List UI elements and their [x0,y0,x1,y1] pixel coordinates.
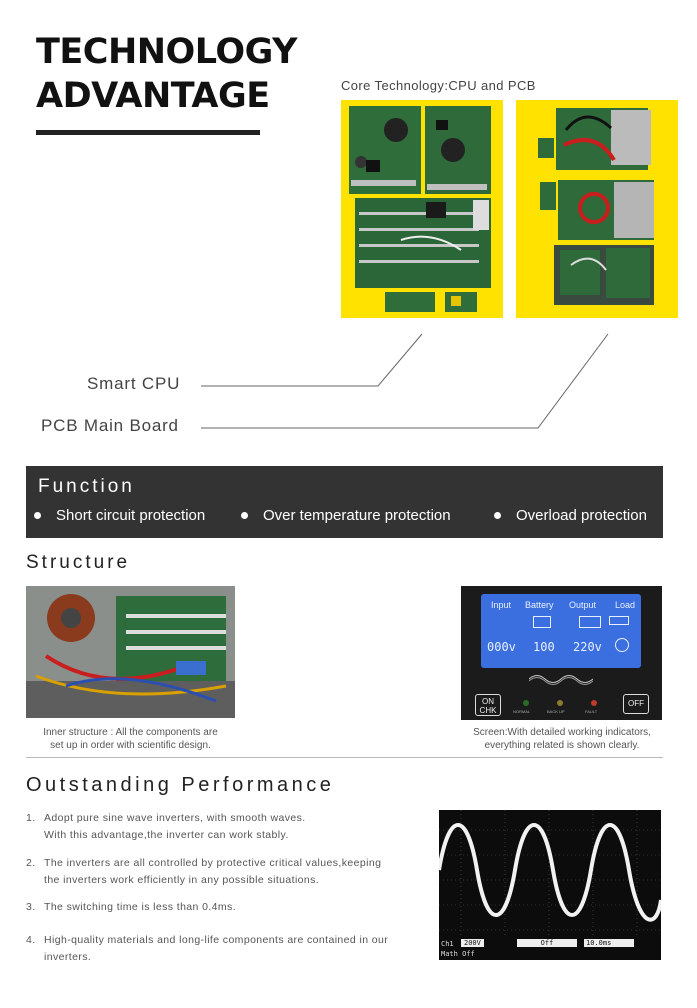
on-chk-label-2: CHK [479,706,497,715]
item-number: 4. [26,934,36,946]
item-line-1: High-quality materials and long-life com… [44,934,389,946]
page-title: TECHNOLOGY ADVANTAGE [36,30,297,118]
battery-icon [533,616,551,628]
backup-indicator-label: BACK UP [547,709,565,714]
performance-item-1: 1. Adopt pure sine wave inverters, with s… [26,810,306,844]
performance-title: Outstanding Performance [26,774,335,796]
title-line-1: TECHNOLOGY [36,32,297,72]
item-line-2: With this advantage,the inverter can wor… [44,829,289,841]
inner-caption-line-1: Inner structure : All the components are [43,727,218,738]
inner-structure-photo [26,586,235,718]
function-item-short-circuit: Short circuit protection [34,507,205,524]
scope-coupling-readout: Off [517,939,577,947]
scope-volts-readout: 200V [461,939,484,947]
on-chk-label-1: ON [482,697,494,706]
function-item-overload: Overload protection [494,507,647,524]
sine-output-icon [579,616,601,628]
lcd-screen-photo: Input Battery Output Load 000v 100 220v … [461,586,662,720]
lcd-reading-input: 000v [487,640,516,654]
scope-math-label: Math Off [441,950,475,958]
lcd-header-load: Load [615,600,636,610]
structure-title: Structure [26,552,131,573]
off-button[interactable]: OFF [623,694,649,714]
lcd-reading-battery: 100 [533,640,555,654]
inner-caption-line-2: set up in order with scientific design. [50,740,211,751]
smart-cpu-label: Smart CPU [87,374,181,393]
title-underline [36,130,260,135]
core-technology-caption: Core Technology:CPU and PCB [341,78,536,93]
item-number: 3. [26,901,36,913]
load-icon [609,616,629,625]
backup-led-icon [557,700,563,706]
performance-item-3: 3. The switching time is less than 0.4ms. [26,899,236,916]
item-line-2: inverters. [44,951,92,963]
lcd-reading-output: 220v [573,640,602,654]
lcd-header-output: Output [569,600,597,610]
screen-caption-line-2: everything related is shown clearly. [484,740,640,751]
item-line-2: the inverters work efficiently in any po… [44,874,320,886]
bullet-icon [34,511,41,519]
fault-indicator-label: FAULT [585,709,598,714]
lcd-header-battery: Battery [525,600,554,610]
item-number: 2. [26,857,36,869]
cpu-boards-photo [341,100,503,318]
bullet-icon [494,511,501,519]
screen-caption-line-1: Screen:With detailed working indicators, [473,727,651,738]
pcb-boards-photo [516,100,678,318]
item-line-1: The inverters are all controlled by prot… [44,857,382,869]
wave-logo-icon [529,675,593,685]
item-line-1: Adopt pure sine wave inverters, with smo… [44,812,306,824]
performance-item-4: 4. High-quality materials and long-life c… [26,932,388,966]
function-title: Function [38,476,135,497]
function-panel: Function Short circuit protection Over t… [26,466,663,538]
function-item-label: Short circuit protection [56,507,206,524]
function-item-over-temperature: Over temperature protection [241,507,451,524]
fault-led-icon [591,700,597,706]
oscilloscope-screen: Ch1 200V Off 10.0ms Math Off [439,810,661,960]
function-item-label: Over temperature protection [263,507,451,524]
on-chk-button[interactable]: ON CHK [475,694,501,716]
normal-led-icon [523,700,529,706]
fan-icon [615,638,629,652]
scope-channel-label: Ch1 [441,940,454,948]
section-divider [26,757,663,758]
sine-wave-trace [439,810,661,938]
inner-structure-caption: Inner structure : All the components are… [26,726,235,752]
lcd-header-input: Input [491,600,512,610]
item-number: 1. [26,812,36,824]
normal-indicator-label: NORMAL [513,709,531,714]
title-line-2: ADVANTAGE [36,76,270,116]
item-line-1: The switching time is less than 0.4ms. [44,901,237,913]
screen-caption: Screen:With detailed working indicators,… [456,726,668,752]
lcd-display: Input Battery Output Load 000v 100 220v [481,594,641,668]
function-item-label: Overload protection [516,507,647,524]
pcb-main-board-label: PCB Main Board [41,416,179,435]
bullet-icon [241,511,248,519]
performance-item-2: 2. The inverters are all controlled by pr… [26,855,381,889]
scope-time-readout: 10.0ms [584,939,634,947]
